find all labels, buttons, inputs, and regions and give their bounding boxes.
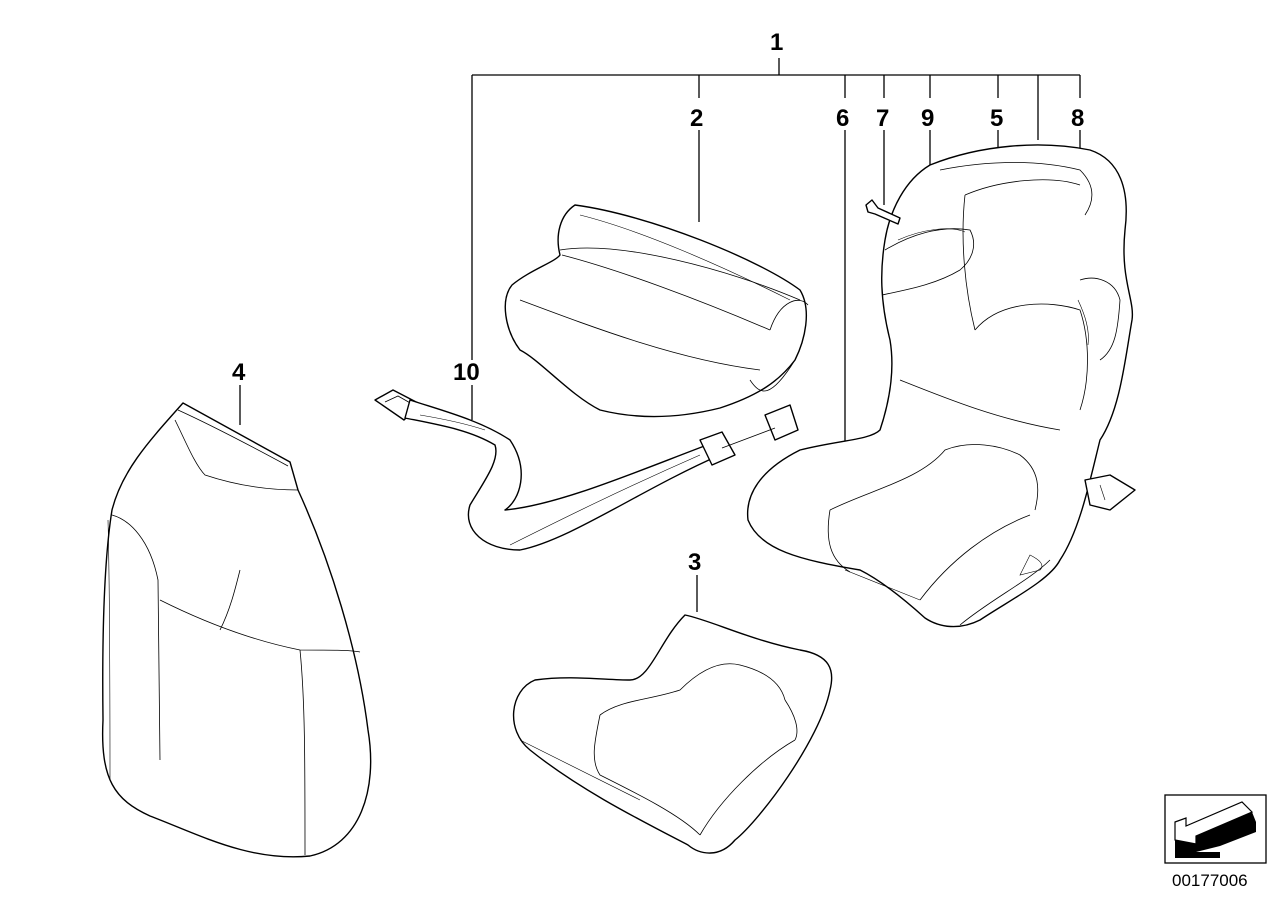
- callout-4: 4: [232, 359, 246, 386]
- callout-6: 6: [836, 105, 849, 132]
- callout-9: 9: [921, 105, 934, 132]
- seat-shell-part: [513, 614, 833, 854]
- direction-arrow-icon: [1164, 794, 1267, 864]
- callout-2: 2: [690, 105, 703, 132]
- callout-7: 7: [876, 105, 889, 132]
- strap-part: [374, 389, 799, 551]
- seat-cover-part: [101, 402, 372, 858]
- callout-1: 1: [770, 29, 783, 56]
- cushion-part: [504, 204, 809, 418]
- diagram-code: 00177006: [1172, 871, 1248, 890]
- callout-labels: 1 2 3 4 5 6 7 8 9 10: [232, 29, 1084, 576]
- callout-10: 10: [453, 359, 480, 386]
- pin-part: [865, 199, 901, 225]
- callout-3: 3: [688, 549, 701, 576]
- child-seat-part: [746, 144, 1136, 628]
- callout-5: 5: [990, 105, 1003, 132]
- callout-8: 8: [1071, 105, 1084, 132]
